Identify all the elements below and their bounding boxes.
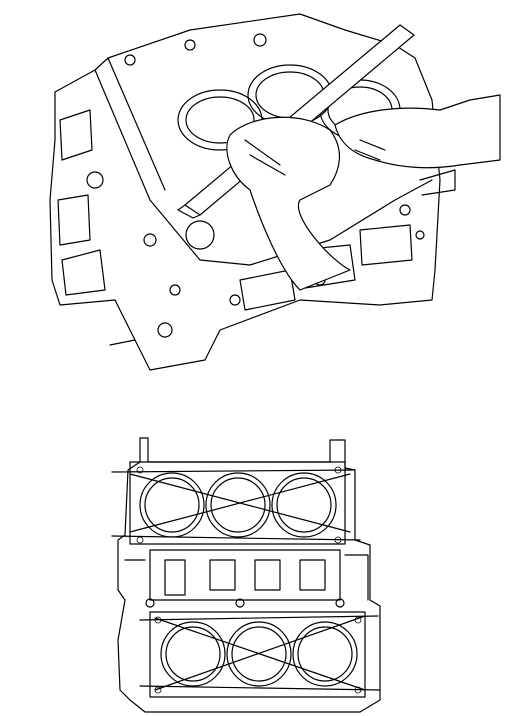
lower-bank-deck (149, 611, 366, 698)
engine-block-outline (49, 13, 441, 371)
straightedge-line (139, 615, 379, 621)
hand-icon (226, 116, 351, 291)
cylinder-bore-6 (292, 621, 358, 687)
flatness-check-diagram (111, 437, 381, 713)
straightedge-line (154, 615, 366, 691)
scraper-cleaning-illustration (49, 13, 501, 371)
straightedge-line (111, 469, 356, 473)
cylinder-bore-3 (271, 472, 337, 538)
straightedge-line (139, 685, 381, 691)
hand-icon (334, 94, 501, 169)
cylinder-bore-5 (226, 621, 292, 687)
straightedge-line (111, 535, 361, 541)
block-deck-edge (94, 69, 433, 266)
block-plan-outline (117, 437, 381, 713)
upper-bank-deck (129, 461, 346, 545)
straightedge-line (154, 617, 366, 691)
cylinder-bore-4 (160, 621, 226, 687)
straightedge-line (129, 473, 351, 533)
cylinder-bore-2 (205, 472, 271, 538)
